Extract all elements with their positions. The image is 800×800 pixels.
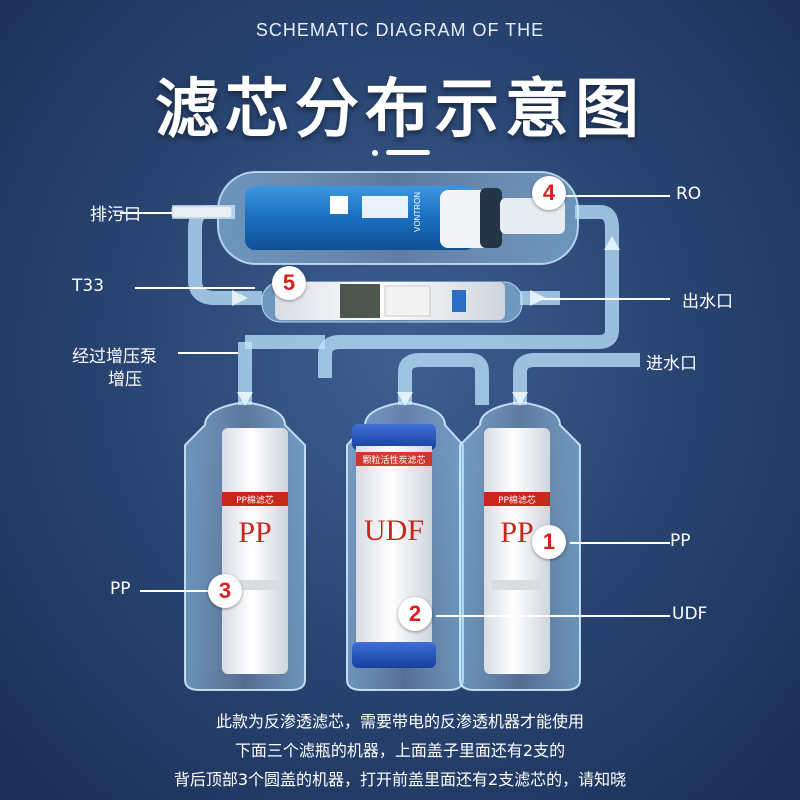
middle-cartridge-text: UDF xyxy=(364,514,424,547)
diagram-subtitle: SCHEMATIC DIAGRAM OF THE xyxy=(255,20,545,40)
note-line-1: 此款为反渗透滤芯，需要带电的反渗透机器才能使用 xyxy=(215,712,584,731)
drain-label: 排污口 xyxy=(90,205,141,225)
drain-leader-line xyxy=(120,212,172,214)
pp-right-leader-line xyxy=(570,542,670,544)
pp-left-label: PP xyxy=(110,579,131,599)
left-band-text: PP棉滤芯 xyxy=(236,494,274,506)
diagram-title: 滤芯分布示意图 xyxy=(155,73,645,147)
pp-left-leader-line xyxy=(140,590,212,592)
title-divider xyxy=(372,148,430,156)
ro-membrane xyxy=(245,186,565,250)
pump-label-line2: 增压 xyxy=(108,370,142,390)
t33-label: T33 xyxy=(72,276,105,296)
marker-1: 1 xyxy=(532,525,566,559)
middle-band-text: 颗粒活性炭滤芯 xyxy=(362,454,425,466)
pp-right-label: PP xyxy=(670,531,691,551)
marker-3: 3 xyxy=(208,574,242,608)
right-cartridge-text: PP xyxy=(500,516,533,549)
ro-leader-line xyxy=(560,195,670,197)
ro-label: RO xyxy=(676,184,702,204)
pump-leader-line xyxy=(178,352,238,354)
note-line-2: 下面三个滤瓶的机器，上面盖子里面还有2支的 xyxy=(234,741,566,760)
marker-2: 2 xyxy=(398,597,432,631)
marker-4: 4 xyxy=(532,176,566,210)
outlet-leader-line xyxy=(540,298,670,300)
membrane-brand: VONTRON xyxy=(413,192,422,232)
udf-label: UDF xyxy=(672,604,708,624)
inlet-label: 进水口 xyxy=(646,354,697,374)
right-band-text: PP棉滤芯 xyxy=(498,494,536,506)
flow-arrows xyxy=(232,236,620,406)
outlet-label: 出水口 xyxy=(682,292,733,312)
note-line-3: 背后顶部3个圆盖的机器，打开前盖里面还有2支滤芯的，请知晓 xyxy=(173,770,627,789)
t33-filter xyxy=(261,281,523,323)
left-pp-cartridge xyxy=(222,428,288,674)
udf-leader-line xyxy=(436,615,670,617)
left-cartridge-text: PP xyxy=(238,516,271,549)
pump-label-line1: 经过增压泵 xyxy=(72,347,157,367)
right-pp-cartridge xyxy=(484,428,550,674)
t33-leader-line xyxy=(135,287,255,289)
marker-5: 5 xyxy=(272,266,306,300)
